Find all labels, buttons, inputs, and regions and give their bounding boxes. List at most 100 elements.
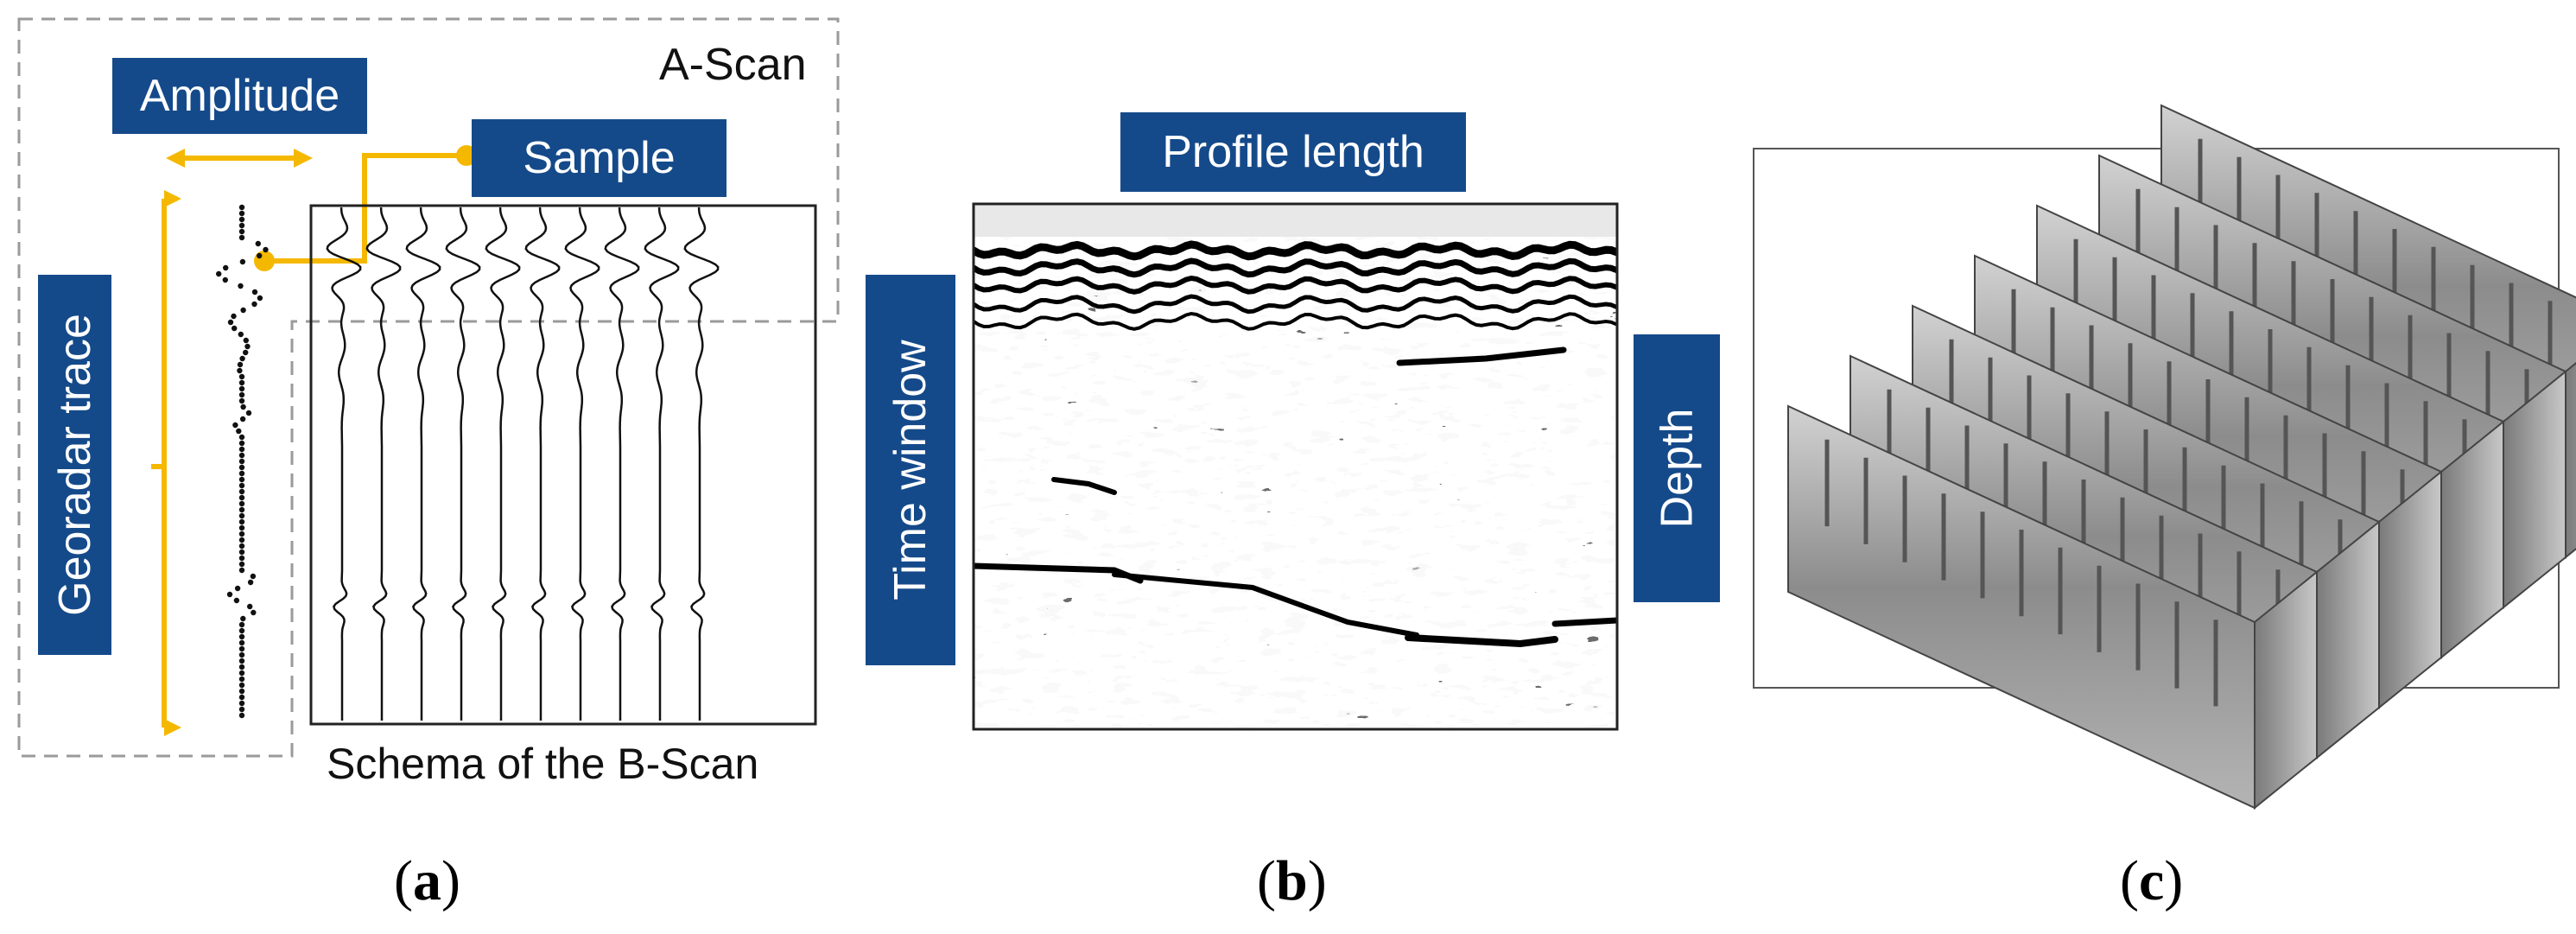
trace-dot xyxy=(238,639,245,646)
radargram-top-band xyxy=(974,204,1617,237)
trace-dot xyxy=(227,319,234,326)
trace-dot xyxy=(244,343,251,350)
trace-dot xyxy=(238,531,245,537)
trace-dot xyxy=(238,712,245,719)
trace-dot xyxy=(238,506,245,513)
trace-dot xyxy=(231,313,237,320)
trace-dot xyxy=(223,264,229,271)
trace-dot xyxy=(251,609,257,616)
trace-dot xyxy=(238,561,245,568)
trace-dot xyxy=(238,452,245,459)
reflector-line xyxy=(1405,634,1558,648)
trace-dot xyxy=(236,428,242,435)
wiggle-trace xyxy=(564,206,600,721)
bscan-schema-frame xyxy=(309,204,817,726)
trace-dot xyxy=(238,222,245,229)
trace-dot xyxy=(234,585,241,592)
trace-dot xyxy=(243,349,249,356)
wiggle-trace xyxy=(485,206,521,721)
wiggle-trace xyxy=(445,206,481,721)
trace-dot xyxy=(238,204,245,211)
trace-dot xyxy=(240,307,246,314)
trace-dot xyxy=(251,289,258,295)
trace-dot xyxy=(238,621,245,628)
trace-dot xyxy=(226,591,233,598)
trace-dot xyxy=(232,325,238,332)
trace-dot xyxy=(238,682,245,689)
trace-dot xyxy=(238,470,245,477)
trace-dot xyxy=(233,597,240,604)
trace-dot xyxy=(239,258,246,265)
trace-dot xyxy=(238,694,245,701)
trace-dot xyxy=(238,397,245,404)
trace-dot xyxy=(240,403,246,410)
trace-dot xyxy=(238,434,245,441)
trace-dot xyxy=(238,476,245,483)
wiggle-trace xyxy=(326,206,362,721)
trace-dot xyxy=(238,633,245,640)
trace-dot xyxy=(238,651,245,658)
amplitude-tag: Amplitude xyxy=(112,58,367,134)
trace-dot xyxy=(238,440,245,447)
bscan-wiggle-traces xyxy=(326,206,720,721)
trace-dot xyxy=(238,676,245,683)
reflector-line xyxy=(974,257,1617,278)
trace-dot xyxy=(238,373,245,380)
reflector-line xyxy=(1051,477,1117,495)
wiggle-trace xyxy=(405,206,441,721)
reflector-line xyxy=(1551,617,1617,627)
trace-dot xyxy=(238,283,244,289)
reflector-line xyxy=(974,294,1617,315)
trace-dot xyxy=(238,446,245,453)
profile-length-label: Profile length xyxy=(1162,127,1424,177)
trace-dot xyxy=(243,337,249,344)
georadar-dotted-trace xyxy=(216,204,269,719)
wiggle-trace xyxy=(365,206,402,721)
trace-dot xyxy=(238,543,245,550)
trace-dot xyxy=(238,658,245,664)
ascan-label: A-Scan xyxy=(659,40,807,90)
reflector-line xyxy=(1112,572,1419,638)
trace-dot xyxy=(255,240,261,247)
trace-dot xyxy=(238,228,245,235)
georadar-bracket xyxy=(151,190,181,736)
trace-dot xyxy=(238,482,245,489)
trace-dot xyxy=(240,615,246,622)
ascan-dashed-outline xyxy=(17,17,840,758)
trace-dot xyxy=(238,234,245,241)
trace-dot xyxy=(238,670,245,677)
depth-tag: Depth xyxy=(1634,334,1720,602)
trace-dot xyxy=(237,367,243,374)
trace-dot xyxy=(238,458,245,465)
reflector-line xyxy=(1396,346,1567,366)
trace-dot xyxy=(245,410,252,416)
sample-tag: Sample xyxy=(472,119,726,197)
trace-dot xyxy=(238,555,245,562)
sample-label: Sample xyxy=(523,133,676,183)
trace-dot xyxy=(222,276,228,283)
wiggle-trace xyxy=(644,206,680,721)
trace-dot xyxy=(238,645,245,652)
amplitude-label: Amplitude xyxy=(139,71,340,121)
trace-dot xyxy=(238,518,245,525)
trace-dot xyxy=(238,688,245,695)
trace-dot xyxy=(238,379,245,386)
amplitude-arrow xyxy=(166,149,313,168)
trace-dot xyxy=(238,537,245,543)
reflector-line xyxy=(974,240,1617,261)
trace-dot xyxy=(251,301,257,308)
trace-dot xyxy=(238,706,245,713)
wiggle-trace xyxy=(604,206,640,721)
trace-dot xyxy=(238,216,245,223)
trace-dot xyxy=(232,422,238,429)
trace-dot xyxy=(216,270,222,277)
trace-dot xyxy=(257,295,263,302)
trace-dot xyxy=(238,500,245,507)
trace-dot xyxy=(238,512,245,519)
panel-c-label: (c) xyxy=(2120,849,2184,912)
trace-dot xyxy=(238,385,245,392)
wiggle-trace xyxy=(683,206,720,721)
volume-slices xyxy=(1787,104,2576,810)
